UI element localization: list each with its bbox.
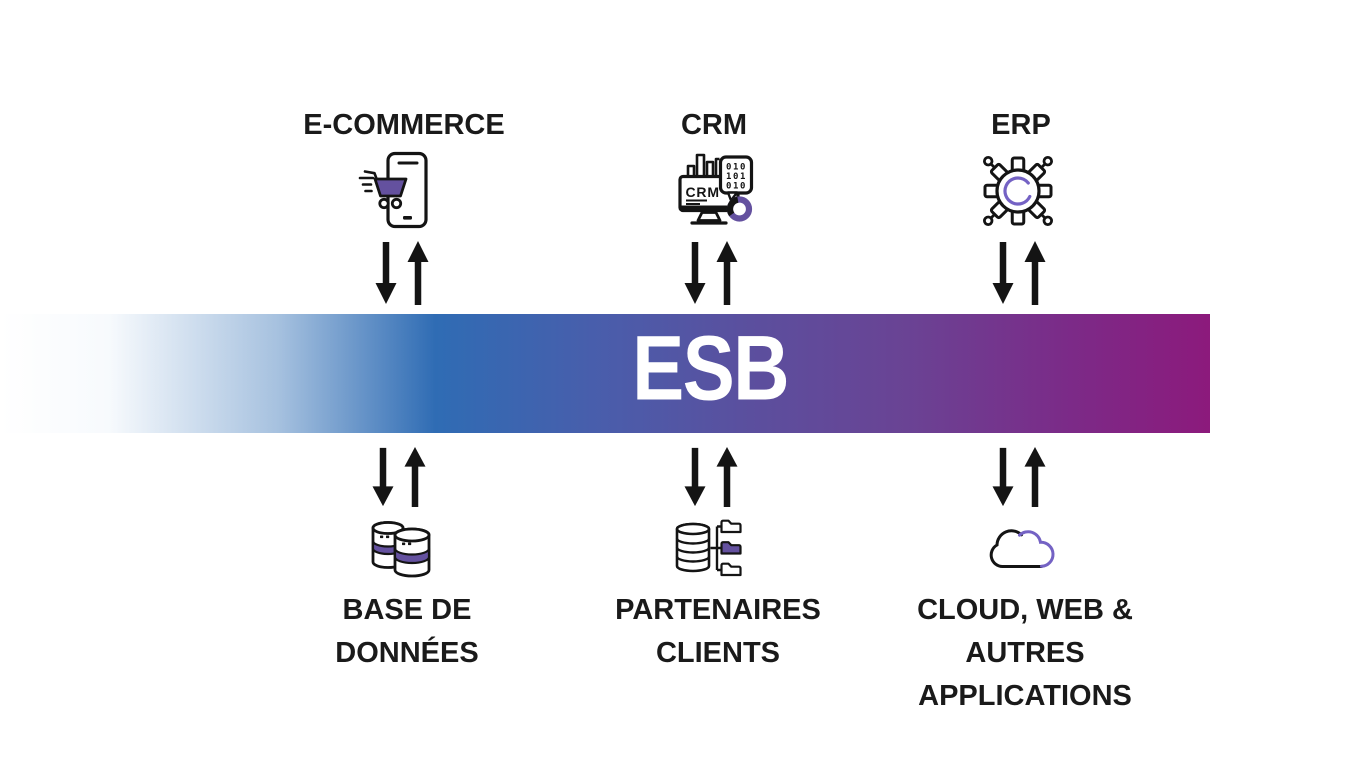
sync-arrows-partners	[684, 446, 738, 508]
node-label-database: BASE DE DONNÉES	[335, 594, 479, 669]
down-arrow-icon	[992, 242, 1014, 304]
database-folders-icon	[675, 519, 742, 577]
binary-row: 010	[726, 182, 747, 192]
node-title-crm: CRM	[680, 109, 748, 141]
sync-arrows-crm	[684, 241, 738, 305]
folder-icon	[720, 519, 742, 577]
cloud-icon	[989, 529, 1055, 568]
down-arrow-icon	[684, 447, 706, 507]
up-arrow-icon	[407, 241, 429, 305]
erp-gear-icon	[982, 155, 1053, 226]
sync-arrows-ecommerce	[375, 241, 429, 305]
up-arrow-icon	[404, 446, 426, 508]
down-arrow-icon	[375, 242, 397, 304]
down-arrow-icon	[992, 447, 1014, 507]
esb-bus-bar	[0, 314, 1210, 433]
down-arrow-icon	[372, 447, 394, 507]
sync-arrows-erp	[992, 241, 1046, 305]
up-arrow-icon	[1024, 446, 1046, 508]
node-title-ecommerce: E-COMMERCE	[303, 109, 505, 141]
mobile-commerce-icon	[358, 151, 428, 229]
up-arrow-icon	[716, 446, 738, 508]
sync-arrows-cloud	[992, 446, 1046, 508]
crm-monitor-icon: CRM 010 101 010	[678, 153, 754, 225]
up-arrow-icon	[716, 241, 738, 305]
node-label-cloud: CLOUD, WEB & AUTRES APPLICATIONS	[917, 594, 1133, 712]
crm-screen-text: CRM	[686, 184, 720, 200]
database-icon	[371, 521, 431, 578]
sync-arrows-database	[372, 446, 426, 508]
node-label-partners: PARTENAIRES CLIENTS	[615, 594, 821, 669]
down-arrow-icon	[684, 242, 706, 304]
node-title-erp: ERP	[991, 109, 1051, 141]
binary-row: 010	[726, 163, 747, 173]
esb-bus-label: ESB	[632, 317, 789, 420]
up-arrow-icon	[1024, 241, 1046, 305]
binary-row: 101	[726, 172, 747, 182]
